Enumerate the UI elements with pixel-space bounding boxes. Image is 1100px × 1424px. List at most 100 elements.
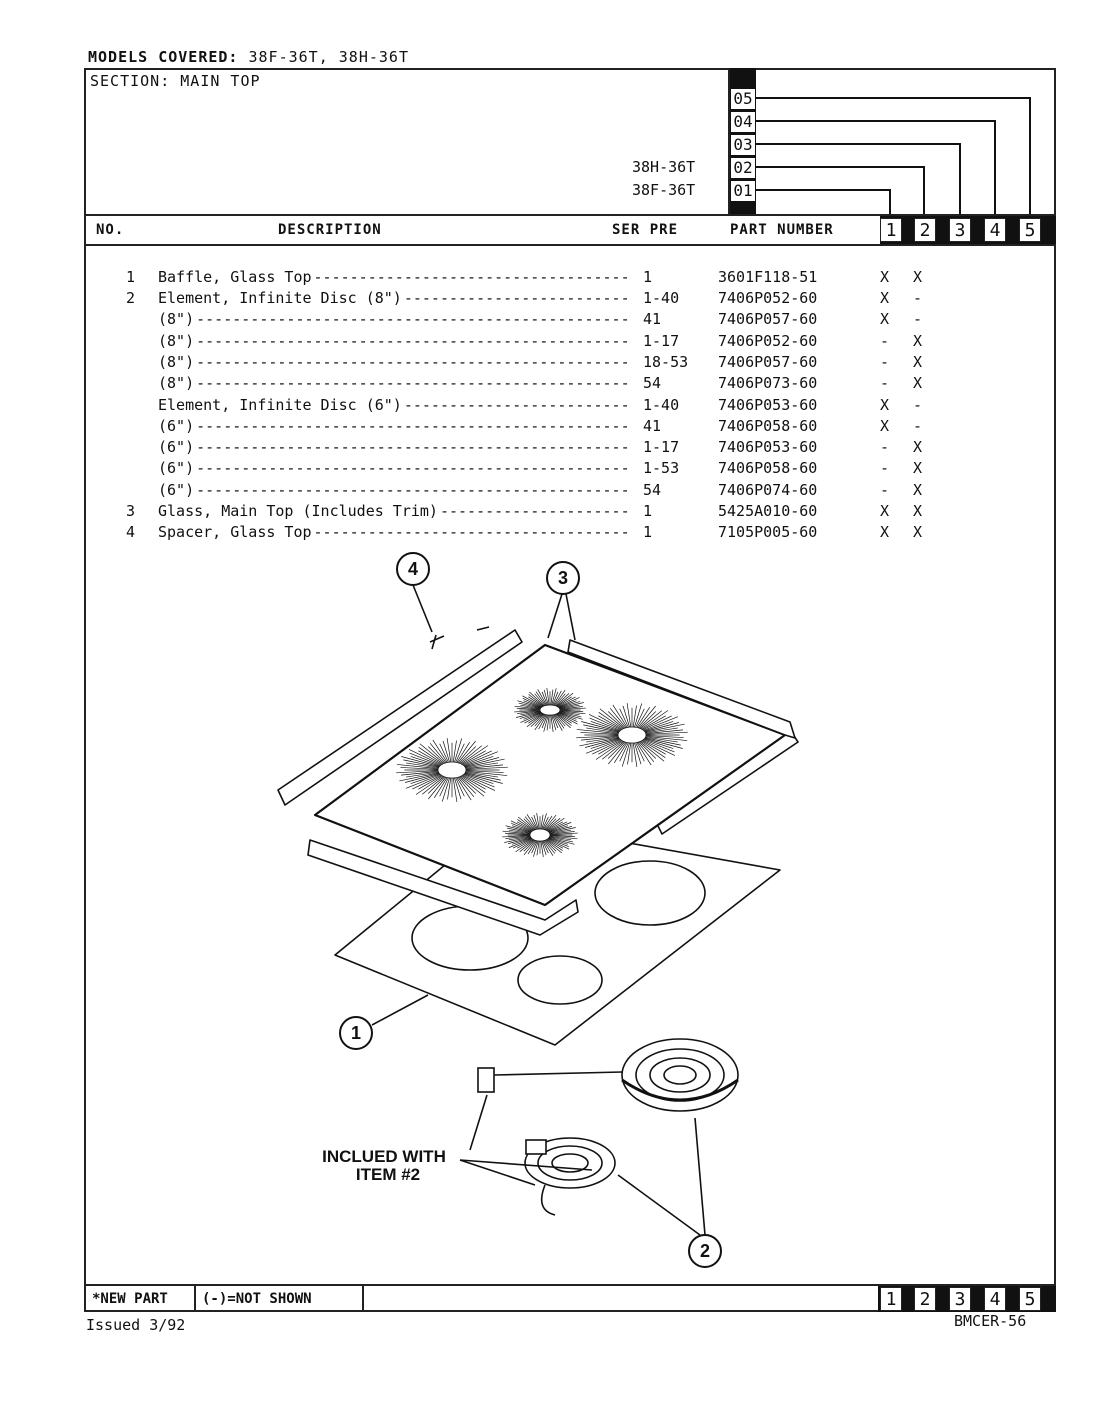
part-ser-pre: 41 <box>643 310 662 328</box>
part-description: Element, Infinite Disc (6") <box>158 396 402 414</box>
callout-2-label: 2 <box>700 1241 710 1261</box>
part-model-2: X <box>913 332 923 350</box>
parts-row: 3 Glass, Main Top (Includes Trim) 1 5425A01… <box>0 502 1100 522</box>
exploded-diagram: 4 3 1 2 INCLUED WITH ITEM #2 <box>277 552 799 1268</box>
part-model-1: X <box>880 502 890 520</box>
footer-model-box-2: 2 <box>914 1287 936 1311</box>
part-number: 7105P005-60 <box>718 523 818 541</box>
serial-code-05: 05 <box>730 88 756 110</box>
baffle-cutout <box>517 955 603 1005</box>
part-model-1: - <box>880 374 890 392</box>
part-model-2: X <box>913 481 923 499</box>
part-model-2: - <box>913 310 923 328</box>
spacer-strip <box>307 839 579 936</box>
col-ser-pre-header: SER PRE <box>612 222 679 238</box>
col-part-number-header: PART NUMBER <box>730 222 834 238</box>
part-number: 7406P052-60 <box>718 332 818 350</box>
serial-code-02: 02 <box>730 157 756 179</box>
part-description: Spacer, Glass Top <box>158 523 312 541</box>
part-model-1: X <box>880 289 890 307</box>
dot-leader: ----------------------------------------… <box>196 459 630 477</box>
issued-date: Issued 3/92 <box>86 1316 186 1334</box>
part-model-2: - <box>913 289 923 307</box>
callout-4 <box>396 552 430 586</box>
burner-marking <box>514 688 586 732</box>
part-number: 7406P057-60 <box>718 353 818 371</box>
part-ser-pre: 1 <box>643 502 653 520</box>
part-model-1: - <box>880 481 890 499</box>
col-no-header: NO. <box>96 222 125 238</box>
burner-marking <box>396 738 508 802</box>
models-covered: MODELS COVERED: 38F-36T, 38H-36T <box>88 48 409 66</box>
part-number: 7406P074-60 <box>718 481 818 499</box>
models-covered-label: MODELS COVERED: <box>88 48 239 66</box>
part-number: 5425A010-60 <box>718 502 818 520</box>
callout-3-label: 3 <box>558 568 568 588</box>
document-id: BMCER-56 <box>954 1312 1027 1330</box>
page-frame <box>84 68 1056 1312</box>
part-ser-pre: 54 <box>643 481 662 499</box>
part-model-2: X <box>913 459 923 477</box>
dot-leader: --------------------- <box>439 502 630 520</box>
part-model-1: X <box>880 417 890 435</box>
dot-leader: ------------------------- <box>403 289 630 307</box>
legend-not-shown: (-)=NOT SHOWN <box>196 1286 364 1312</box>
part-description: (8") <box>158 332 195 350</box>
part-ser-pre: 1 <box>643 523 653 541</box>
part-number: 7406P057-60 <box>718 310 818 328</box>
part-model-1: X <box>880 523 890 541</box>
part-model-1: - <box>880 438 890 456</box>
part-ser-pre: 1-17 <box>643 438 680 456</box>
legend-new-part: *NEW PART <box>86 1286 196 1312</box>
callout-3 <box>546 561 580 595</box>
part-model-2: X <box>913 523 923 541</box>
part-model-1: - <box>880 353 890 371</box>
part-model-1: - <box>880 332 890 350</box>
part-ser-pre: 1 <box>643 268 653 286</box>
part-model-2: X <box>913 502 923 520</box>
dot-leader: ------------------------- <box>403 396 630 414</box>
part-description: (6") <box>158 481 195 499</box>
part-description: (8") <box>158 374 195 392</box>
footer-rule <box>84 1284 1056 1286</box>
part-number: 3601F118-51 <box>718 268 818 286</box>
model-box-4: 4 <box>984 218 1006 242</box>
model-box-1: 1 <box>880 218 902 242</box>
column-header-bottom-rule <box>84 244 1056 246</box>
model-line-01: 38F-36T <box>632 181 696 199</box>
trim-rail-left <box>277 629 523 806</box>
part-model-2: - <box>913 396 923 414</box>
dot-leader: ----------------------------------------… <box>196 332 630 350</box>
col-description-header: DESCRIPTION <box>278 222 382 238</box>
part-model-2: X <box>913 374 923 392</box>
part-ser-pre: 1-53 <box>643 459 680 477</box>
serial-code-04: 04 <box>730 111 756 133</box>
serial-code-03: 03 <box>730 134 756 156</box>
part-description: (8") <box>158 353 195 371</box>
part-description: Glass, Main Top (Includes Trim) <box>158 502 438 520</box>
element-terminal <box>477 1067 495 1093</box>
part-number: 7406P053-60 <box>718 438 818 456</box>
part-model-2: X <box>913 438 923 456</box>
part-model-1: - <box>880 459 890 477</box>
part-ser-pre: 1-40 <box>643 396 680 414</box>
spacer-screw <box>429 634 445 650</box>
footer-model-box-1: 1 <box>880 1287 902 1311</box>
header-divider <box>728 68 730 216</box>
burner-patterns <box>396 688 688 857</box>
serial-code-01: 01 <box>730 180 756 202</box>
part-description: (6") <box>158 459 195 477</box>
spacer-screw <box>476 626 490 631</box>
trim-rail-right <box>567 639 796 739</box>
part-ser-pre: 1-17 <box>643 332 680 350</box>
part-description: (6") <box>158 438 195 456</box>
part-no: 3 <box>126 502 136 520</box>
model-box-2: 2 <box>914 218 936 242</box>
baffle-cutout <box>594 860 706 926</box>
